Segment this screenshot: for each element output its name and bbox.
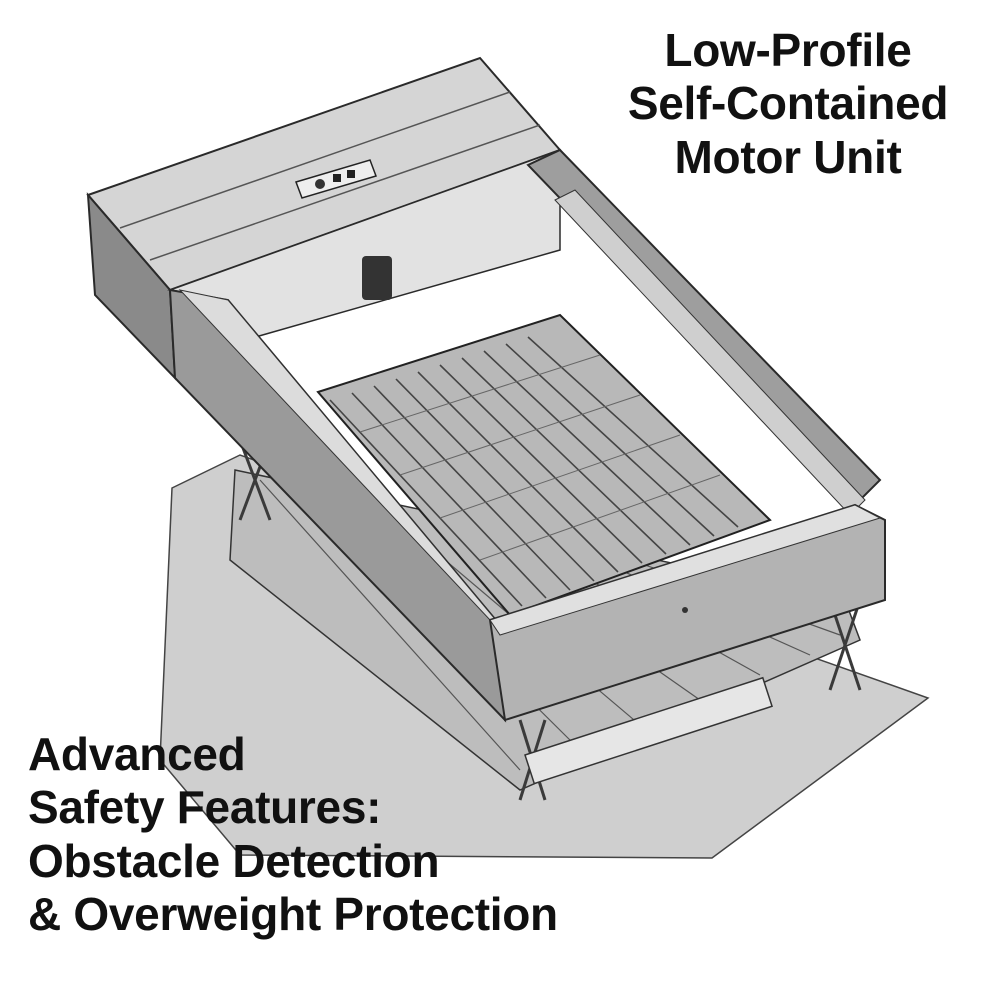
power-button-icon: [315, 179, 325, 189]
bottom-caption: Advanced Safety Features: Obstacle Detec…: [28, 728, 558, 941]
top-caption-line-2: Self-Contained: [627, 77, 949, 130]
bottom-caption-line-4: & Overweight Protection: [28, 888, 558, 941]
bottom-caption-line-2: Safety Features:: [28, 781, 382, 834]
bottom-caption-line-3: Obstacle Detection: [28, 834, 440, 887]
bottom-caption-line-1: Advanced: [28, 728, 246, 780]
top-caption-line-1: Low-Profile: [664, 24, 912, 76]
latch: [362, 256, 392, 300]
top-caption: Low-Profile Self-Contained Motor Unit: [608, 24, 968, 184]
upper-shelf: [316, 313, 772, 617]
top-caption-line-3: Motor Unit: [674, 130, 902, 183]
